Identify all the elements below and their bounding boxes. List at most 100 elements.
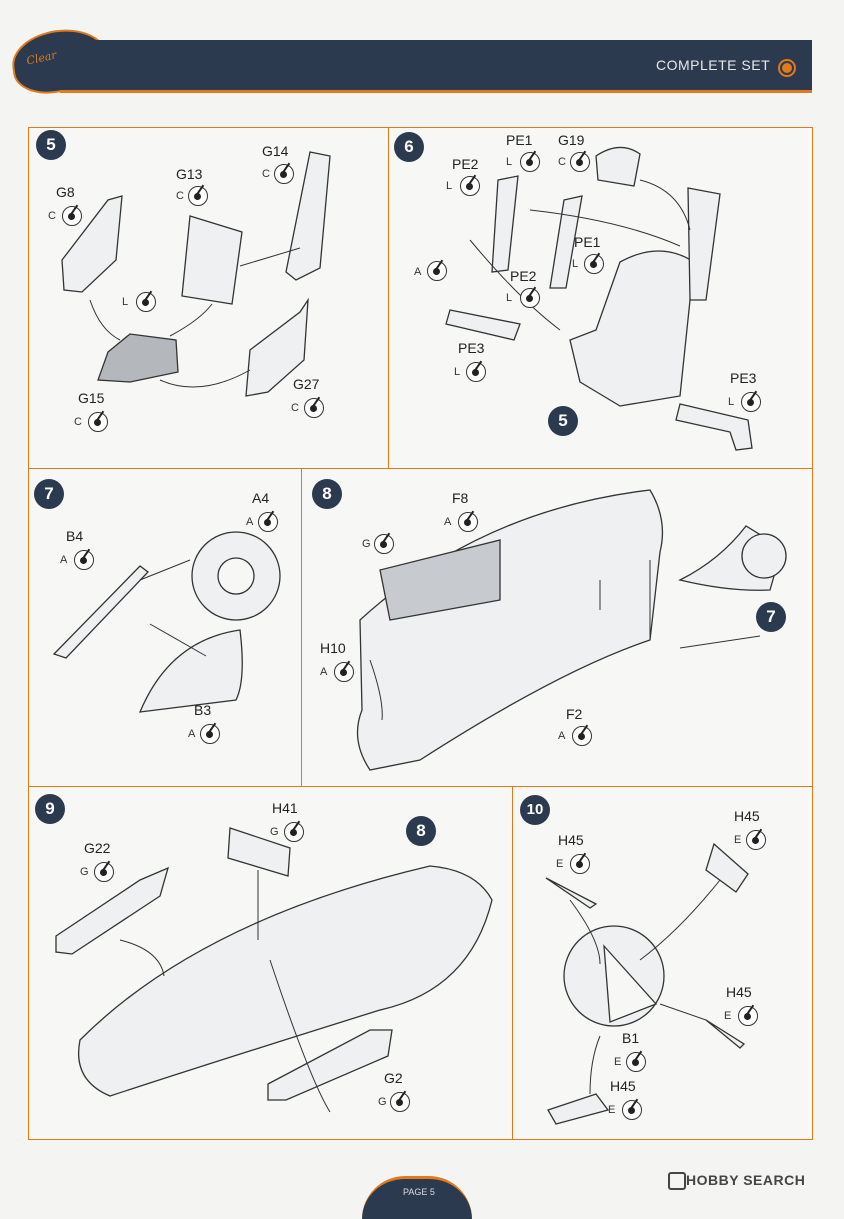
header-bar	[60, 40, 812, 93]
part-headrest-drawing	[687, 187, 721, 301]
paint-icon	[427, 261, 447, 281]
part-label-g14: G14	[262, 143, 289, 159]
part-h45-blade-d	[547, 1093, 610, 1125]
part-h45-blade-a	[545, 877, 598, 909]
part-code-b3: A	[188, 728, 196, 740]
part-code-g14: C	[262, 168, 270, 180]
paint-icon	[741, 392, 761, 412]
bullet-icon	[780, 61, 794, 75]
part-code-f2: A	[558, 730, 566, 742]
part-code-a: A	[414, 266, 422, 278]
paint-icon	[572, 726, 592, 746]
part-code-pe3: L	[728, 396, 735, 408]
paint-icon	[74, 550, 94, 570]
paint-icon	[466, 362, 486, 382]
paint-icon	[274, 164, 294, 184]
paint-icon	[460, 176, 480, 196]
part-label-a4: A4	[252, 490, 270, 506]
part-code-pe2: L	[506, 292, 513, 304]
part-label-f2: F2	[566, 706, 583, 722]
part-code-g19: C	[558, 156, 566, 168]
part-g14-drawing	[285, 151, 331, 281]
paint-icon	[200, 724, 220, 744]
part-code-b4: A	[60, 554, 68, 566]
part-seat-drawing	[569, 250, 695, 407]
paint-icon	[334, 662, 354, 682]
part-code-h45: E	[724, 1010, 732, 1022]
part-label-pe1: PE1	[506, 132, 533, 148]
part-label-g19: G19	[558, 132, 585, 148]
part-label-g27: G27	[293, 376, 320, 392]
paint-icon	[570, 152, 590, 172]
part-code-pe2: L	[446, 180, 453, 192]
part-label-h45: H45	[558, 832, 584, 848]
part-code-g: G	[362, 538, 371, 550]
part-code-f8: A	[444, 516, 452, 528]
part-g19-drawing	[595, 146, 641, 187]
step-number-7: 7	[34, 479, 64, 509]
part-label-g22: G22	[84, 840, 111, 856]
part-label-f8: F8	[452, 490, 469, 506]
step-number-5: 5	[36, 130, 66, 160]
paint-icon	[746, 830, 766, 850]
part-b4-drawing	[52, 565, 149, 659]
part-label-h10: H10	[320, 640, 346, 656]
reference-step-8: 8	[406, 816, 436, 846]
part-label-h45: H45	[726, 984, 752, 1000]
part-code-g13: C	[176, 190, 184, 202]
part-code-g8: C	[48, 210, 56, 222]
paint-icon	[390, 1092, 410, 1112]
part-f8-drawing	[379, 539, 501, 621]
watermark-icon	[668, 1172, 686, 1190]
part-code-a4: A	[246, 516, 254, 528]
part-code-l: L	[122, 296, 129, 308]
paint-icon	[584, 254, 604, 274]
paint-icon	[188, 186, 208, 206]
part-seat-base-drawing	[97, 333, 179, 383]
paint-icon	[622, 1100, 642, 1120]
part-g13-drawing	[181, 215, 243, 305]
part-pe3b-drawing	[675, 403, 753, 451]
paint-icon	[570, 854, 590, 874]
paint-icon	[374, 534, 394, 554]
part-fuselage-9-drawing	[78, 865, 493, 1097]
part-h45-blade-c	[705, 1019, 746, 1049]
watermark-text: HOBBY SEARCH	[686, 1172, 806, 1188]
part-code-g27: C	[291, 402, 299, 414]
part-pe1-drawing	[491, 175, 519, 273]
part-label-g8: G8	[56, 184, 75, 200]
part-code-pe1: L	[572, 258, 579, 270]
part-label-g2: G2	[384, 1070, 403, 1086]
panel-step-6	[388, 127, 813, 470]
part-b3-drawing	[138, 629, 243, 713]
paint-icon	[626, 1052, 646, 1072]
part-code-g22: G	[80, 866, 89, 878]
part-code-g15: C	[74, 416, 82, 428]
paint-icon	[520, 152, 540, 172]
part-label-h45: H45	[610, 1078, 636, 1094]
part-b1-drawing	[603, 944, 658, 1023]
page-title: COMPLETE SET	[656, 57, 771, 73]
paint-icon	[738, 1006, 758, 1026]
part-label-pe2: PE2	[510, 268, 537, 284]
step-number-10: 10	[520, 795, 550, 825]
paint-icon	[136, 292, 156, 312]
part-label-pe1: PE1	[574, 234, 601, 250]
part-label-pe2: PE2	[452, 156, 479, 172]
part-label-b3: B3	[194, 702, 212, 718]
part-code-g2: G	[378, 1096, 387, 1108]
part-g22-drawing	[55, 866, 170, 955]
part-label-pe3: PE3	[730, 370, 757, 386]
paint-icon	[88, 412, 108, 432]
reference-step-7: 7	[756, 602, 786, 632]
paint-icon	[258, 512, 278, 532]
part-pe1b-drawing	[549, 195, 583, 289]
step-number-9: 9	[35, 794, 65, 824]
part-label-g13: G13	[176, 166, 203, 182]
paint-icon	[520, 288, 540, 308]
part-h41-drawing	[227, 827, 291, 877]
reference-step-5: 5	[548, 406, 578, 436]
part-code-b1: E	[614, 1056, 622, 1068]
part-code-h41: G	[270, 826, 279, 838]
